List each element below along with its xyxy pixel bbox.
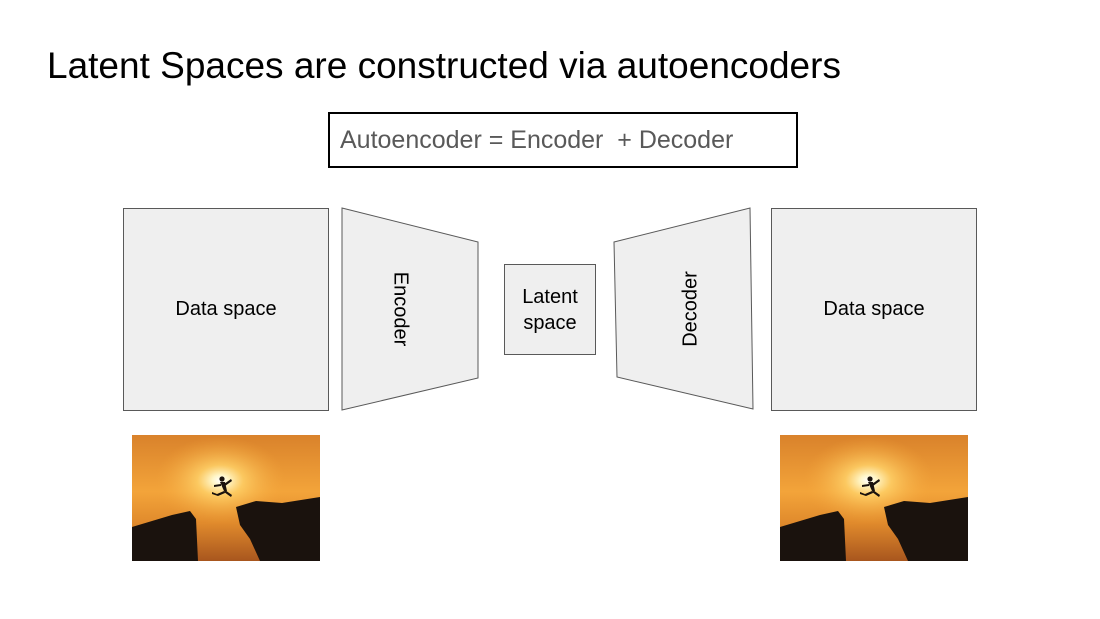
data-space-right: Data space (771, 208, 977, 411)
data-space-left-label: Data space (175, 298, 277, 320)
latent-space-box: Latent space (504, 264, 596, 355)
sunset-cliff-jump-image (132, 435, 320, 561)
data-space-left: Data space (123, 208, 329, 411)
slide-title: Latent Spaces are constructed via autoen… (47, 45, 841, 86)
data-space-right-label: Data space (823, 298, 925, 320)
latent-space-label: Latent space (522, 285, 578, 334)
sunset-cliff-jump-image (780, 435, 968, 561)
decoder-trapezoid (613, 207, 754, 410)
encoder-label: Encoder (390, 272, 412, 347)
encoder-trapezoid (341, 207, 479, 411)
sunset-photo-right (780, 435, 968, 561)
sunset-photo-left (132, 435, 320, 561)
decoder-label: Decoder (679, 271, 701, 347)
formula-box: Autoencoder = Encoder + Decoder (328, 112, 798, 168)
